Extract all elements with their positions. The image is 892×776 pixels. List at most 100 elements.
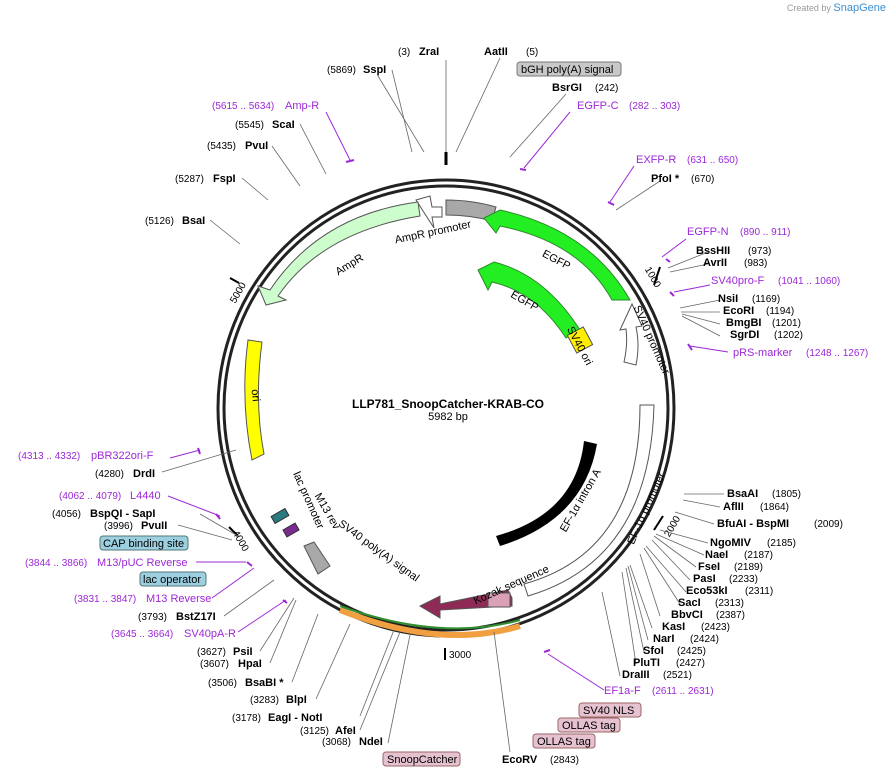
tick-4000-mark	[228, 526, 239, 537]
primer-amp-r[interactable]: Amp-R	[285, 100, 319, 112]
enzyme-ndei[interactable]: NdeI	[359, 736, 383, 748]
egfp-outer-feature	[483, 209, 631, 301]
primer-pos-prs-marker: (1248 .. 1267)	[806, 348, 868, 359]
enzyme-bmgbi[interactable]: BmgBI	[726, 317, 761, 329]
enzyme-bsshii[interactable]: BssHII	[696, 245, 730, 257]
enzyme-pos-sgrdi: (1202)	[774, 330, 803, 341]
enzyme-sfoi[interactable]: SfoI	[643, 645, 664, 657]
enzyme-pos-sfoi: (2425)	[677, 646, 706, 657]
enzyme-naei[interactable]: NaeI	[705, 549, 728, 561]
enzyme-pos-pvui: (5435)	[207, 141, 236, 152]
label-sv40-nls: SV40 NLS	[583, 705, 634, 717]
primer-egfp-n[interactable]: EGFP-N	[687, 226, 729, 238]
primer-pos-amp-r: (5615 .. 5634)	[212, 101, 274, 112]
enzyme-pvui[interactable]: PvuI	[245, 140, 268, 152]
enzyme-pvuii[interactable]: PvuII	[141, 520, 167, 532]
enzyme-pfoi[interactable]: PfoI *	[651, 173, 680, 185]
box-ollas-tag-2[interactable]	[532, 733, 596, 749]
m13-rev-feature	[282, 522, 300, 538]
sv40-ori-feature	[566, 326, 594, 354]
ori-feature	[244, 339, 265, 461]
enzyme-pos-aatii: (5)	[526, 47, 538, 58]
enzyme-pos-pasi: (2233)	[729, 574, 758, 585]
enzyme-pos-afei: (3125)	[300, 726, 329, 737]
tick-1000-mark	[653, 266, 661, 286]
primer-m13-puc-reverse[interactable]: M13/pUC Reverse	[97, 557, 187, 569]
box-ollas-tag-1[interactable]	[557, 717, 621, 733]
enzyme-ecori[interactable]: EcoRI	[723, 305, 754, 317]
primer-l4440[interactable]: L4440	[130, 490, 161, 502]
primer-ef1a-f[interactable]: EF1a-F	[604, 685, 641, 697]
enzyme-eco53ki[interactable]: Eco53kI	[686, 585, 728, 597]
primer-exfp-r[interactable]: EXFP-R	[636, 154, 676, 166]
enzyme-fspi[interactable]: FspI	[213, 173, 236, 185]
primer-egfp-c[interactable]: EGFP-C	[577, 100, 619, 112]
box-lac-operator[interactable]	[139, 571, 207, 587]
enzyme-pos-eco53ki: (2311)	[745, 586, 773, 597]
enzyme-pos-hpai: (3607)	[200, 659, 229, 670]
box-snoopcatcher[interactable]	[382, 751, 461, 767]
box-sv40-nls[interactable]	[578, 702, 642, 718]
primer-prs-marker[interactable]: pRS-marker	[733, 347, 793, 359]
enzyme-pos-pvuii: (3996)	[104, 521, 133, 532]
enzyme-sgrdi[interactable]: SgrDI	[730, 329, 759, 341]
enzyme-bbvci[interactable]: BbvCI	[671, 609, 703, 621]
enzyme-sspi[interactable]: SspI	[363, 64, 386, 76]
enzyme-pos-kasi: (2423)	[701, 622, 730, 633]
enzyme-bsaai[interactable]: BsaAI	[727, 488, 758, 500]
ampr-promoter-arrow	[415, 195, 443, 229]
enzyme-bspqi-sapi[interactable]: BspQI - SapI	[90, 508, 155, 520]
enzyme-pos-bfuai: (2009)	[814, 519, 843, 530]
ollas-tag-feature	[487, 592, 511, 608]
enzyme-nsii[interactable]: NsiI	[718, 293, 738, 305]
enzyme-pos-ngomiv: (2185)	[767, 538, 796, 549]
enzyme-kasi[interactable]: KasI	[662, 621, 685, 633]
enzyme-blpi[interactable]: BlpI	[286, 694, 307, 706]
enzyme-saci[interactable]: SacI	[678, 597, 701, 609]
enzyme-aatii[interactable]: AatII	[484, 46, 508, 58]
enzyme-pos-bmgbi: (1201)	[772, 318, 801, 329]
enzyme-drdi[interactable]: DrdI	[133, 468, 155, 480]
enzyme-zrai[interactable]: ZraI	[419, 46, 439, 58]
primer-m13-reverse[interactable]: M13 Reverse	[146, 593, 211, 605]
enzyme-pos-bspqi: (4056)	[52, 509, 81, 520]
label-cap-binding-site: CAP binding site	[103, 538, 184, 550]
enzyme-eagi-noti[interactable]: EagI - NotI	[268, 712, 322, 724]
box-cap-binding-site[interactable]	[99, 535, 189, 551]
enzyme-psii[interactable]: PsiI	[233, 646, 253, 658]
box-bgh-polya[interactable]	[516, 61, 622, 77]
enzyme-aflii[interactable]: AflII	[723, 501, 744, 513]
enzyme-hpai[interactable]: HpaI	[238, 658, 262, 670]
tick-3000: 3000	[449, 650, 472, 661]
enzyme-bstz17i[interactable]: BstZ17I	[176, 611, 216, 623]
enzyme-bsabi[interactable]: BsaBI *	[245, 677, 284, 689]
label-ollas-tag-2: OLLAS tag	[537, 736, 591, 748]
enzyme-pasi[interactable]: PasI	[693, 573, 716, 585]
primer-sv40pro-f[interactable]: SV40pro-F	[711, 275, 764, 287]
tick-5000-mark	[229, 277, 240, 284]
enzyme-nari[interactable]: NarI	[653, 633, 674, 645]
enzyme-bfuai-bspmi[interactable]: BfuAI - BspMI	[717, 518, 789, 530]
label-ollas-tag-1: OLLAS tag	[562, 720, 616, 732]
enzyme-draiii[interactable]: DraIII	[622, 669, 650, 681]
enzyme-pos-fsei: (2189)	[734, 562, 763, 573]
enzyme-bsrgi[interactable]: BsrGI	[552, 82, 582, 94]
ef1a-promoter-feature	[523, 404, 655, 597]
enzyme-pos-fspi: (5287)	[175, 174, 204, 185]
enzyme-scai[interactable]: ScaI	[272, 119, 295, 131]
enzyme-pos-ecorv: (2843)	[550, 755, 579, 766]
enzyme-pos-bsabi: (3506)	[208, 678, 237, 689]
enzyme-ngomiv[interactable]: NgoMIV	[710, 537, 752, 549]
enzyme-ecorv[interactable]: EcoRV	[502, 754, 538, 766]
enzyme-pos-saci: (2313)	[715, 598, 744, 609]
primer-sv40pa-r[interactable]: SV40pA-R	[184, 628, 236, 640]
label-lac-operator: lac operator	[143, 574, 201, 586]
plasmid-name: LLP781_SnoopCatcher-KRAB-CO	[352, 397, 544, 411]
enzyme-pluti[interactable]: PluTI	[633, 657, 660, 669]
enzyme-avrii[interactable]: AvrII	[703, 257, 727, 269]
enzyme-fsei[interactable]: FseI	[698, 561, 720, 573]
primer-pbr322ori-f[interactable]: pBR322ori-F	[91, 450, 154, 462]
enzyme-afei[interactable]: AfeI	[335, 725, 356, 737]
enzyme-pos-bsshii: (973)	[748, 246, 771, 257]
enzyme-bsai[interactable]: BsaI	[182, 215, 205, 227]
